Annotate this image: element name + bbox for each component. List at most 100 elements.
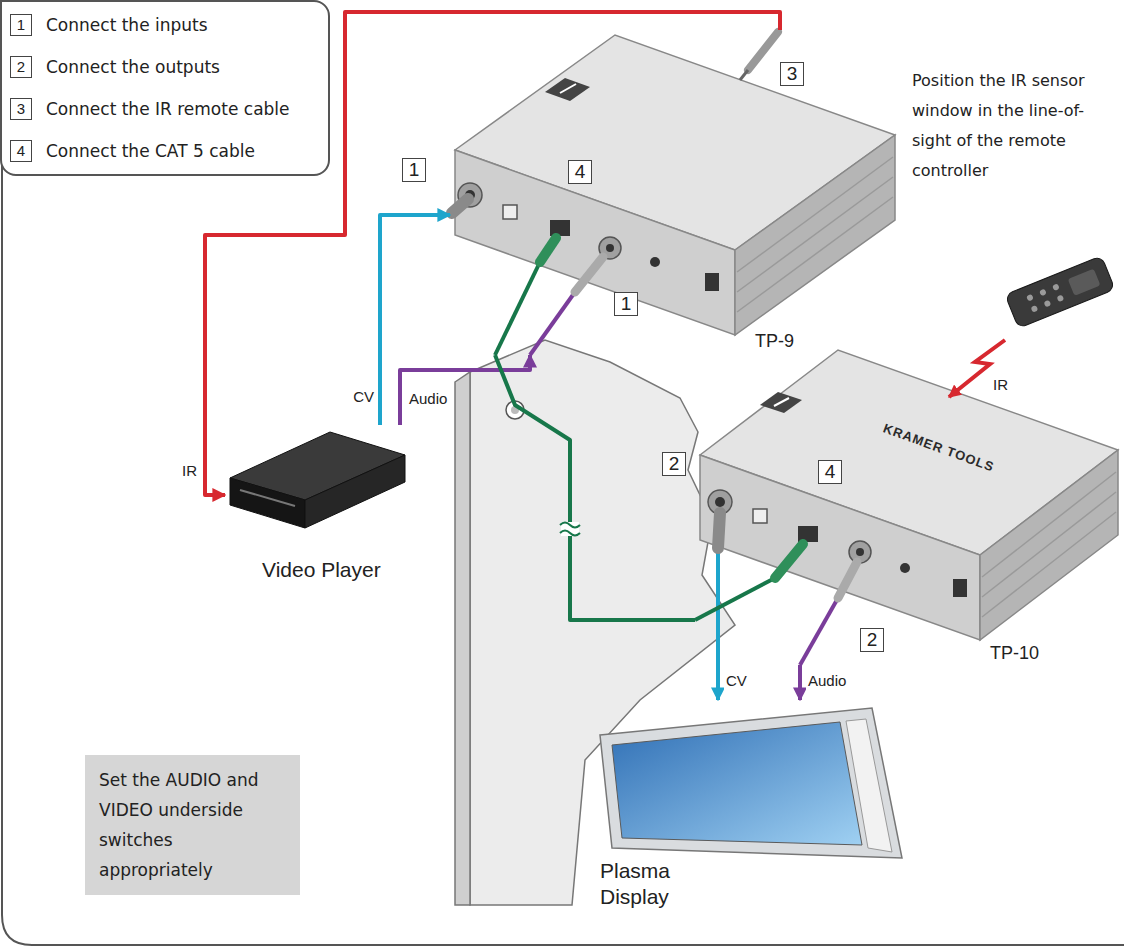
switch-port xyxy=(503,205,517,219)
cable-connector xyxy=(800,665,801,700)
callout-number: 2 xyxy=(662,452,686,476)
brand-logo xyxy=(545,78,590,101)
callout-number: 2 xyxy=(860,628,884,652)
text-holder: KRAMER TOOLS xyxy=(881,420,997,475)
bnc-jack-core xyxy=(715,497,725,507)
callout-number: 1 xyxy=(614,292,638,316)
ir-jack xyxy=(650,257,660,267)
audio-cable-stub xyxy=(800,598,838,665)
display-speaker xyxy=(846,719,892,852)
side-groove xyxy=(982,492,1116,597)
cable-break-mark xyxy=(560,522,580,536)
remote-body xyxy=(1005,256,1115,328)
switch-port xyxy=(753,509,767,523)
break-wave xyxy=(560,523,580,528)
brand-logo-mark xyxy=(560,84,576,93)
callout-number: 4 xyxy=(568,160,592,184)
remote-button xyxy=(1052,283,1060,291)
transmitter-device: TP-9 xyxy=(450,30,900,355)
remote-button xyxy=(1026,294,1034,302)
rca-plug xyxy=(575,257,603,292)
remote-controller xyxy=(1005,256,1115,328)
side-groove xyxy=(982,472,1116,577)
callout-number: 4 xyxy=(818,460,842,484)
cable-line xyxy=(798,665,802,700)
callout-number: 1 xyxy=(402,158,426,182)
device-label: TP-10 xyxy=(990,642,1039,664)
instruction-note: Position the IR sensor window in the lin… xyxy=(912,66,1117,186)
step-number: 1 xyxy=(10,14,32,36)
text-holder: TP-10 xyxy=(990,642,1039,664)
signal-label: CV xyxy=(351,388,376,406)
device-label: TP-9 xyxy=(755,330,794,352)
remote-pad xyxy=(1068,269,1101,296)
brand-logo xyxy=(760,392,802,413)
power-jack xyxy=(953,579,967,597)
cable-connector xyxy=(718,665,719,700)
step-text: Connect the CAT 5 cable xyxy=(46,140,316,162)
device-front xyxy=(455,150,735,335)
cable-line xyxy=(380,215,450,425)
side-groove xyxy=(737,197,893,312)
step-number: 3 xyxy=(10,98,32,120)
brand-name: KRAMER TOOLS xyxy=(881,420,997,475)
switch-note-box: Set the AUDIO and VIDEO underside switch… xyxy=(85,755,300,895)
disc-slot xyxy=(240,490,295,506)
cable-line xyxy=(716,665,720,700)
text-holder: Video Player xyxy=(262,557,381,583)
cable-line xyxy=(495,355,695,620)
callout-number: 3 xyxy=(780,62,804,86)
rj45-plug xyxy=(775,544,803,578)
cat5-cable-stub xyxy=(695,578,775,620)
text-holder: Plasma Display xyxy=(600,858,710,910)
bnc-plug xyxy=(718,513,720,548)
signal-label: Audio xyxy=(806,672,848,690)
ir-jack xyxy=(900,563,910,573)
display-screen xyxy=(612,722,862,845)
signal-label: CV xyxy=(724,672,749,690)
device-side xyxy=(735,135,895,335)
remote-button xyxy=(1031,305,1039,313)
brand-logo-mark xyxy=(774,398,789,406)
device-side xyxy=(980,450,1118,640)
signal-label: IR xyxy=(993,376,1008,393)
cable-connector xyxy=(495,355,695,620)
step-text: Connect the inputs xyxy=(46,14,316,36)
player-front xyxy=(230,478,305,528)
note-text: Set the AUDIO and VIDEO underside switch… xyxy=(99,765,286,885)
player-side xyxy=(305,455,405,528)
rj45-plug xyxy=(540,238,556,262)
signal-label: Audio xyxy=(407,390,449,408)
side-groove xyxy=(737,177,893,292)
audio-cable-stub xyxy=(530,292,575,355)
device-label: Video Player xyxy=(262,557,381,583)
power-jack xyxy=(705,273,719,291)
remote-button xyxy=(1044,300,1052,308)
device-label: Plasma Display xyxy=(600,858,710,910)
step-number: 2 xyxy=(10,56,32,78)
device-front xyxy=(700,455,980,640)
step-text: Connect the IR remote cable xyxy=(46,98,316,120)
display-frame xyxy=(600,708,902,858)
break-gap xyxy=(561,522,579,536)
cat5-cable-stub xyxy=(495,262,540,355)
step-text: Connect the outputs xyxy=(46,56,316,78)
remote-button xyxy=(1039,289,1047,297)
cable-connector xyxy=(380,215,450,425)
side-groove xyxy=(982,512,1116,617)
signal-label: IR xyxy=(180,462,199,480)
receiver-device: TP-10 KRAMER TOOLS xyxy=(695,340,1120,665)
break-wave xyxy=(560,531,580,536)
ir-plug-tip xyxy=(740,70,748,80)
ir-plug xyxy=(748,32,778,70)
audio-jack-core xyxy=(856,548,864,556)
bnc-plug xyxy=(452,199,468,213)
wall-edge xyxy=(455,372,470,905)
plasma-display: Plasma Display xyxy=(585,700,910,925)
rca-plug xyxy=(838,562,857,598)
rj45-port xyxy=(550,220,570,236)
audio-jack-core xyxy=(606,244,614,252)
step-list-box: 1 Connect the inputs 2 Connect the outputs 3… xyxy=(0,0,330,176)
